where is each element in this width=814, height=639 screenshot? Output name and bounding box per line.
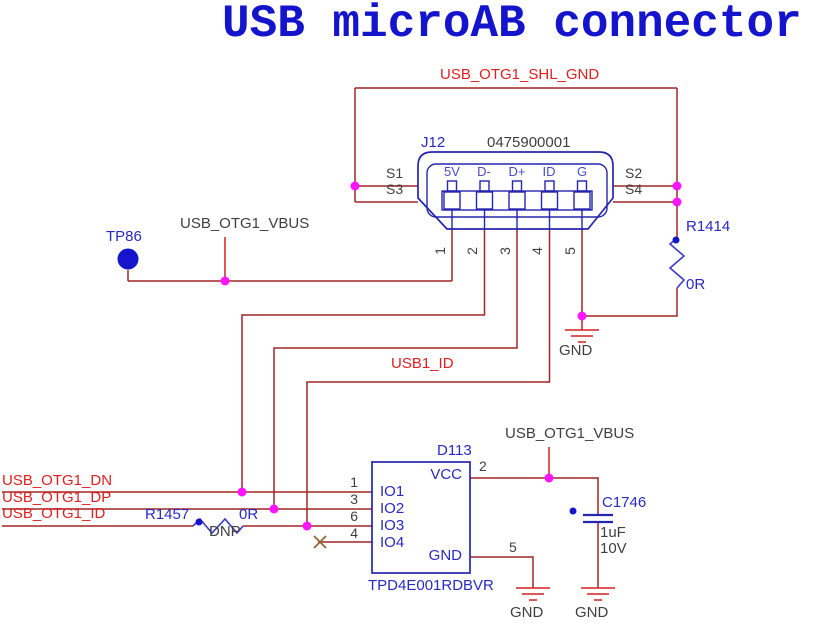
connector-pin-number-4: 4 [529, 247, 545, 255]
resistor-r1414-value: 0R [686, 276, 706, 293]
capacitor-c1746-symbol [583, 513, 613, 524]
junction-dots [220, 181, 682, 531]
testpoint-tp86-label: TP86 [106, 228, 142, 245]
shield-pin-s1: S1 [386, 165, 404, 181]
resistor-r1457-value: 0R [239, 506, 259, 523]
page-title: USB microAB connector [222, 0, 802, 50]
connector-contact-dplus: D+ [508, 164, 526, 179]
net-label-shl-gnd: USB_OTG1_SHL_GND [440, 66, 600, 83]
net-label-vbus-bottom: USB_OTG1_VBUS [505, 425, 635, 442]
net-label-otg1-dp: USB_OTG1_DP [2, 489, 112, 506]
resistor-r1457-dnp: DNP [209, 523, 241, 540]
resistor-r1414-symbol [668, 237, 686, 289]
connector-pin-number-3: 3 [497, 247, 513, 255]
component-marker-dots [195, 236, 680, 526]
d113-pin-name-io2: IO2 [380, 500, 405, 517]
gnd-label-d113: GND [510, 604, 544, 621]
resistor-r1457-refdes: R1457 [145, 506, 190, 523]
d113-pin-name-io3: IO3 [380, 517, 405, 534]
net-label-usb1-id: USB1_ID [391, 355, 454, 372]
d113-pin-name-gnd: GND [428, 547, 462, 564]
gnd-symbol-d113 [516, 587, 550, 601]
d113-pin-name-io1: IO1 [380, 483, 405, 500]
net-label-vbus-top: USB_OTG1_VBUS [180, 215, 310, 232]
connector-pin-number-1: 1 [432, 247, 448, 255]
d113-pin-name-io4: IO4 [380, 534, 405, 551]
gnd-label-shield: GND [559, 342, 593, 359]
connector-pin-number-2: 2 [464, 247, 480, 255]
connector-part-number: 0475900001 [487, 134, 571, 151]
connector-refdes: J12 [421, 134, 446, 151]
ic-d113-part-number: TPD4E001RDBVR [368, 577, 494, 594]
ic-d113-refdes: D113 [437, 442, 472, 459]
connector-contact-dminus: D- [477, 164, 491, 179]
testpoint-tp86-circle [117, 248, 139, 270]
capacitor-c1746-value: 1uF [600, 524, 626, 541]
connector-contact-id: ID [542, 164, 556, 179]
net-wires [2, 87, 678, 588]
shield-pin-s3: S3 [386, 181, 404, 197]
d113-pin-num-vcc: 2 [479, 458, 487, 474]
resistor-r1414-refdes: R1414 [686, 218, 731, 235]
net-label-otg1-dn: USB_OTG1_DN [2, 472, 113, 489]
gnd-symbol-shield [565, 329, 599, 343]
gnd-symbol-c1746 [581, 587, 615, 601]
shield-pin-s2: S2 [625, 165, 643, 181]
connector-pin-number-5: 5 [562, 247, 578, 255]
d113-pin-num-io3: 6 [350, 508, 358, 524]
net-label-otg1-id: USB_OTG1_ID [2, 505, 106, 522]
d113-pin-name-vcc: VCC [430, 466, 462, 483]
ic-d113-box [371, 461, 471, 574]
gnd-label-c1746: GND [575, 604, 609, 621]
connector-contact-5v: 5V [444, 164, 460, 179]
d113-pin-num-io4: 4 [350, 525, 358, 541]
capacitor-c1746-refdes: C1746 [602, 494, 647, 511]
usb-connector-symbol [417, 151, 614, 230]
capacitor-c1746-voltage: 10V [600, 540, 627, 557]
d113-pin-num-io1: 1 [350, 474, 358, 490]
no-connect-x-icon [313, 535, 327, 549]
connector-contact-g: G [576, 164, 588, 179]
d113-pin-num-io2: 3 [350, 491, 358, 507]
d113-pin-num-gnd: 5 [509, 539, 517, 555]
shield-pin-s4: S4 [625, 181, 643, 197]
